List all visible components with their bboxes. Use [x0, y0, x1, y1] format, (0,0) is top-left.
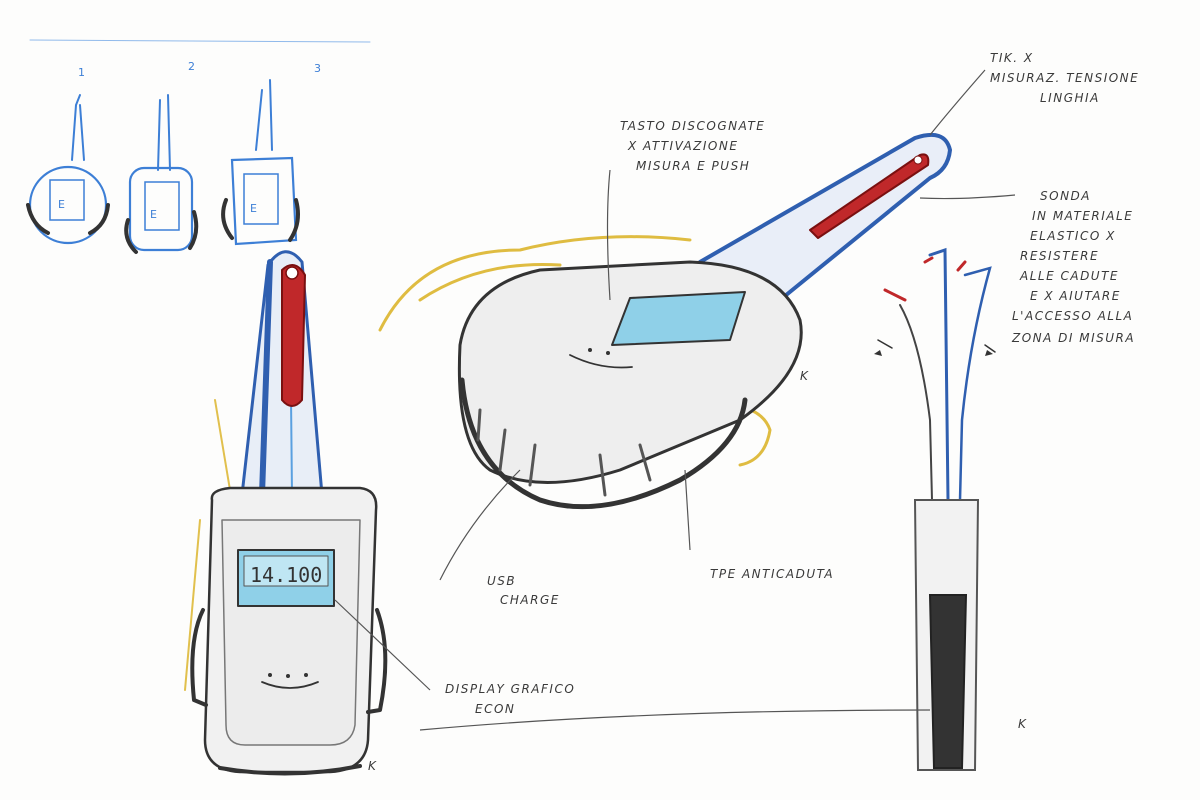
thumbnail-letter: E [58, 198, 65, 211]
front-view-device: 14.100 [184, 250, 388, 776]
signature-k: K [1018, 717, 1027, 731]
label-sonda-line-7: L'ACCESSO ALLA [1012, 309, 1133, 323]
label-usb: USB [487, 574, 516, 588]
label-tik-line-2: MISURAZ. TENSIONE [990, 71, 1139, 85]
label-sonda-line-5: ALLE CADUTE [1019, 269, 1119, 283]
label-sonda-line-2: IN MATERIALE [1032, 209, 1133, 223]
thumbnail-2: 2 E [124, 60, 199, 254]
thumbnail-letter: E [150, 208, 157, 221]
thumbnail-number: 1 [78, 66, 85, 79]
device-display-readout: 14.100 [250, 563, 322, 587]
thumbnail-3: 3 E [221, 62, 321, 246]
label-display-line-1: DISPLAY GRAFICO [445, 682, 575, 696]
label-tasto-line-1: TASTO DISCOGNATE [620, 119, 765, 133]
label-sonda-line-4: RESISTERE [1020, 249, 1099, 263]
label-tik-line-1: TIK. X [990, 51, 1034, 65]
label-sonda-line-8: ZONA DI MISURA [1011, 331, 1135, 345]
label-sonda-line-1: SONDA [1040, 189, 1091, 203]
thumbnail-number: 2 [188, 60, 195, 73]
thumbnail-letter: E [250, 202, 257, 215]
label-tasto-line-3: MISURA E PUSH [636, 159, 750, 173]
label-tasto-line-2: X ATTIVAZIONE [627, 139, 738, 153]
thumbnail-number: 3 [314, 62, 321, 75]
signature-k: K [800, 369, 809, 383]
perspective-device [378, 133, 952, 510]
thumbnail-sketches: 1 E 2 E 3 E [26, 39, 371, 254]
probe-detail [874, 247, 996, 771]
annotation-leaders [334, 69, 1016, 731]
label-charge: CHARGE [500, 593, 560, 607]
label-tpe: TPE ANTICADUTA [710, 567, 834, 581]
label-display-line-2: ECON [475, 702, 515, 716]
label-sonda-line-6: E X AIUTARE [1030, 289, 1121, 303]
annotations: TASTO DISCOGNATE X ATTIVAZIONE MISURA E … [368, 51, 1139, 773]
signature-k: K [368, 759, 377, 773]
label-sonda-line-3: ELASTICO X [1030, 229, 1116, 243]
thumbnail-1: 1 E [26, 66, 110, 245]
label-tik-line-3: LINGHIA [1040, 91, 1100, 105]
